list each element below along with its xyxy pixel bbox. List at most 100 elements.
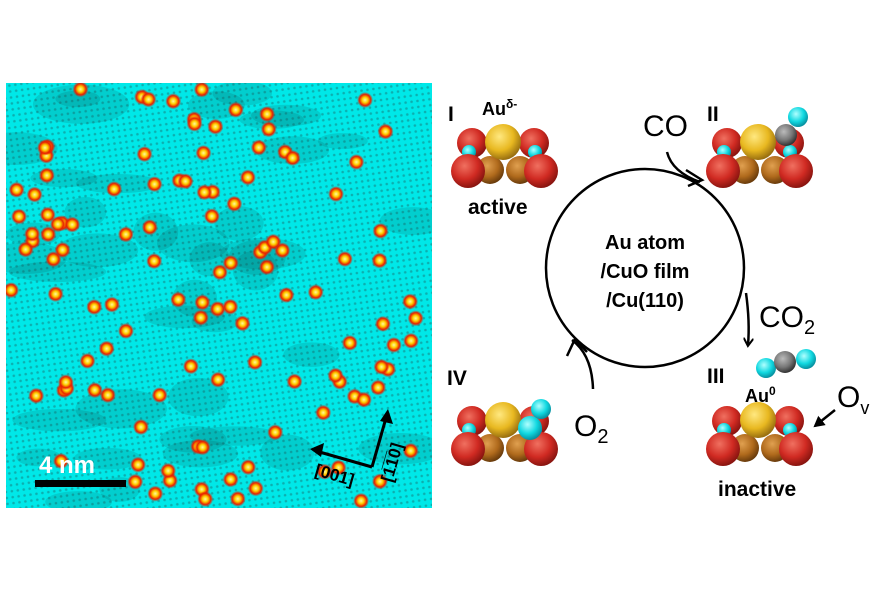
adatom-dot xyxy=(402,293,419,310)
state-ii-model xyxy=(706,107,813,188)
adatom-dot xyxy=(353,492,370,508)
co2-text: CO xyxy=(759,301,804,334)
adatom-dot xyxy=(370,379,387,396)
adatom-dot xyxy=(11,208,28,225)
adatom-dot xyxy=(265,233,282,250)
adatom-dot xyxy=(39,206,56,223)
co2-desorption-arrow xyxy=(746,292,749,345)
dark-patch xyxy=(189,426,281,446)
stm-image: 4 nm [001] [1̅1̅0] xyxy=(6,83,432,508)
state-iv-numeral: IV xyxy=(447,367,467,390)
adatom-dot xyxy=(260,121,277,138)
o2-adsorption-arrow xyxy=(571,339,595,390)
cycle-circle xyxy=(544,167,746,369)
adatom-dot xyxy=(40,226,57,243)
adatom-dot xyxy=(47,286,64,303)
adatom-dot xyxy=(222,298,239,315)
adatom-dot xyxy=(117,322,134,339)
dark-patch xyxy=(12,408,107,432)
dark-patch xyxy=(55,90,101,108)
adatom-dot xyxy=(211,264,228,281)
adatom-dot xyxy=(267,424,284,441)
adatom-dot xyxy=(24,225,41,242)
adatom-dot xyxy=(371,252,388,269)
ov-text: O xyxy=(837,381,861,414)
au-label: Au xyxy=(745,386,769,406)
oxygen-vacancy-arrow xyxy=(813,409,836,428)
center-line-3: /Cu(110) xyxy=(606,290,684,312)
adatom-dot xyxy=(229,490,246,507)
adatom-dot xyxy=(132,419,149,436)
crystal-direction-axes xyxy=(315,417,388,469)
adatom-dot xyxy=(316,463,333,480)
state-iv-model xyxy=(451,399,558,466)
adatom-dot xyxy=(247,480,264,497)
state-i-model xyxy=(451,124,558,188)
adatom-dot xyxy=(371,473,388,490)
adatom-dot xyxy=(146,253,163,270)
adatom-dot xyxy=(177,173,194,190)
adatom-dot xyxy=(26,186,43,203)
adatom-dot xyxy=(348,154,365,171)
au-charge-sup: 0 xyxy=(769,384,776,398)
au-label: Au xyxy=(482,99,506,119)
dark-patch xyxy=(212,83,272,106)
state-iii-charge: Au0 xyxy=(745,384,776,407)
adatom-dot xyxy=(165,93,182,110)
adatom-dot xyxy=(45,251,62,268)
adatom-dot xyxy=(286,373,303,390)
adatom-dot xyxy=(186,115,203,132)
scale-bar: 4 nm xyxy=(35,452,126,487)
adatom-dot xyxy=(234,315,251,332)
arrowhead-001 xyxy=(310,443,324,457)
adatom-dot xyxy=(99,387,116,404)
adatom-dot xyxy=(170,291,187,308)
dark-patch xyxy=(16,448,62,467)
adatom-dot xyxy=(98,340,115,357)
adatom-dot xyxy=(182,358,199,375)
co2-sub: 2 xyxy=(804,317,816,339)
oxygen-vacancy-label: Ov xyxy=(837,381,869,419)
adatom-dot xyxy=(239,169,256,186)
dark-patch xyxy=(73,447,142,470)
adatom-dot xyxy=(72,83,89,98)
au-charge-sup: δ- xyxy=(506,97,518,111)
dark-patches xyxy=(6,83,432,508)
adatom-dot xyxy=(250,139,267,156)
dark-patch xyxy=(57,233,139,268)
scale-bar-label: 4 nm xyxy=(39,452,95,479)
adatom-dot xyxy=(193,83,210,98)
adatom-dot xyxy=(357,92,374,109)
state-i-status: active xyxy=(468,196,528,219)
adatom-dot xyxy=(28,387,45,404)
state-ii-numeral: II xyxy=(707,103,719,126)
adatom-dot xyxy=(64,216,81,233)
cycle-arrowhead-top xyxy=(685,168,705,188)
ov-sub: v xyxy=(860,398,870,418)
adatom-dot xyxy=(278,287,295,304)
co-label: CO xyxy=(643,110,688,143)
dark-patch xyxy=(168,377,229,417)
adatom-dot xyxy=(372,222,389,239)
co-adsorption-arrow xyxy=(665,151,701,184)
arrowhead-110 xyxy=(380,409,393,424)
adatom-dot xyxy=(284,149,301,166)
adatom-dot xyxy=(341,334,358,351)
adatom-dot xyxy=(222,471,239,488)
adatom-dot xyxy=(192,309,209,326)
adatom-dot xyxy=(86,298,103,315)
adatom-dot xyxy=(194,439,211,456)
adatom-dot xyxy=(160,462,177,479)
adatom-dot xyxy=(86,382,103,399)
dark-patch xyxy=(8,261,107,283)
cycle-arrowhead-left xyxy=(565,336,588,357)
adatom-dot xyxy=(377,123,394,140)
adatom-dot xyxy=(330,459,347,476)
adatom-dot xyxy=(203,208,220,225)
dark-patch xyxy=(32,84,130,124)
adatom-dot xyxy=(227,101,244,118)
adatom-dot xyxy=(57,374,74,391)
o2-sub: 2 xyxy=(597,426,609,448)
adatom-dot xyxy=(328,186,345,203)
